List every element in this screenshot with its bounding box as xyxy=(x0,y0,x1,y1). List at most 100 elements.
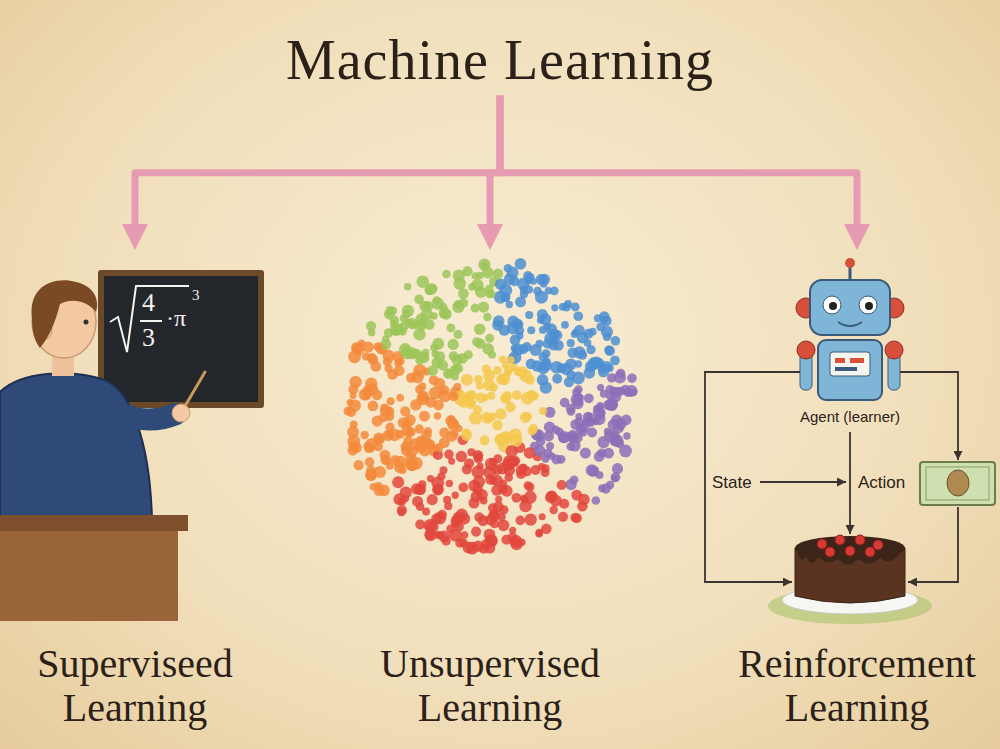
cluster-dot xyxy=(449,351,459,361)
cluster-dot xyxy=(627,373,637,383)
cherry xyxy=(865,547,875,557)
cluster-dot xyxy=(432,338,444,350)
cluster-dot xyxy=(540,381,552,393)
cluster-dot xyxy=(474,323,485,334)
cluster-dot xyxy=(580,448,591,459)
cluster-dot xyxy=(351,342,363,354)
cluster-dot xyxy=(394,456,407,469)
cluster-dot xyxy=(415,424,424,433)
branch-arrow xyxy=(135,96,500,224)
cluster-dot xyxy=(444,450,454,460)
blackboard xyxy=(104,276,258,402)
heading-text: Machine Learning xyxy=(286,30,714,92)
cluster-dot xyxy=(577,332,589,344)
cluster-dot xyxy=(493,465,503,475)
cluster-dot xyxy=(560,398,570,408)
cluster-dot xyxy=(449,391,459,401)
cluster-dot xyxy=(385,430,392,437)
cluster-dot xyxy=(455,425,462,432)
category-label: Unsupervised Learning xyxy=(340,642,640,730)
cherry xyxy=(825,547,835,557)
cluster-dot xyxy=(585,361,597,373)
cluster-dot xyxy=(620,385,630,395)
cluster-dot xyxy=(515,258,527,270)
cluster-dot xyxy=(527,326,535,334)
robot-pupil xyxy=(865,302,873,310)
fraction-bar xyxy=(140,320,162,322)
cluster-dot xyxy=(427,365,438,376)
cluster-dot xyxy=(402,305,414,317)
cluster-dot xyxy=(599,311,610,322)
cluster-dot xyxy=(498,520,510,532)
cluster-dot xyxy=(458,482,468,492)
cluster-dot xyxy=(363,392,371,400)
cluster-dot xyxy=(519,464,527,472)
cluster-dot xyxy=(517,366,528,377)
cluster-dot xyxy=(603,448,614,459)
cluster-dot xyxy=(347,426,359,438)
cluster-dot xyxy=(550,495,562,507)
cluster-dot xyxy=(604,429,617,442)
cluster-dot xyxy=(389,306,397,314)
cluster-dot xyxy=(530,344,542,356)
cluster-dot xyxy=(570,513,579,522)
cluster-dot xyxy=(442,270,451,279)
cluster-dot xyxy=(367,353,376,362)
cluster-dot xyxy=(611,336,620,345)
cluster-dot xyxy=(509,428,522,441)
cluster-dot xyxy=(430,312,437,319)
cluster-dot xyxy=(456,509,468,521)
teacher-arm xyxy=(92,395,176,420)
cluster-dot xyxy=(453,269,465,281)
cluster-dot xyxy=(546,442,554,450)
chalk-math: ·π xyxy=(166,306,186,330)
cluster-dot xyxy=(410,399,421,410)
cluster-dot xyxy=(380,450,391,461)
cluster-dot xyxy=(479,544,489,554)
cluster-dot xyxy=(494,433,507,446)
robot-antenna xyxy=(849,266,852,281)
cluster-dot xyxy=(438,530,450,542)
cluster-dot xyxy=(453,330,462,339)
cluster-dot xyxy=(411,483,422,494)
robot-eye xyxy=(859,296,877,314)
cluster-dot xyxy=(525,482,534,491)
cherry xyxy=(855,535,865,545)
cluster-dot xyxy=(518,344,528,354)
cluster-dot xyxy=(611,472,621,482)
cluster-dot xyxy=(593,413,605,425)
cluster-dot xyxy=(419,411,430,422)
cluster-dot xyxy=(474,375,483,384)
cluster-dot xyxy=(368,401,379,412)
category-label: Reinforcement Learning xyxy=(717,642,997,730)
cluster-dot xyxy=(461,374,473,386)
cluster-dot xyxy=(391,328,399,336)
cluster-dot xyxy=(366,321,376,331)
cluster-dot xyxy=(454,522,464,532)
cluster-dot xyxy=(481,412,493,424)
cluster-dot xyxy=(601,483,611,493)
cluster-dot xyxy=(472,272,479,279)
cluster-dot xyxy=(611,415,623,427)
cluster-dot xyxy=(574,385,582,393)
cluster-dot xyxy=(403,436,412,445)
cluster-dot xyxy=(496,374,507,385)
chalk-math: 3 xyxy=(192,288,200,303)
cluster-dot xyxy=(485,334,494,343)
cluster-dot xyxy=(606,392,615,401)
cluster-dot xyxy=(569,440,580,451)
cluster-dot xyxy=(570,475,579,484)
cluster-dot xyxy=(458,288,469,299)
robot-panel xyxy=(830,352,870,376)
robot-pupil xyxy=(829,302,837,310)
cluster-dot xyxy=(363,441,372,450)
cluster-dot xyxy=(349,376,361,388)
cluster-dot xyxy=(575,413,582,420)
cluster-dot xyxy=(529,424,539,434)
cluster-dot xyxy=(452,492,459,499)
cluster-dot xyxy=(476,392,487,403)
cluster-dot xyxy=(493,269,503,279)
cluster-dot xyxy=(415,520,425,530)
cluster-dot xyxy=(483,313,491,321)
